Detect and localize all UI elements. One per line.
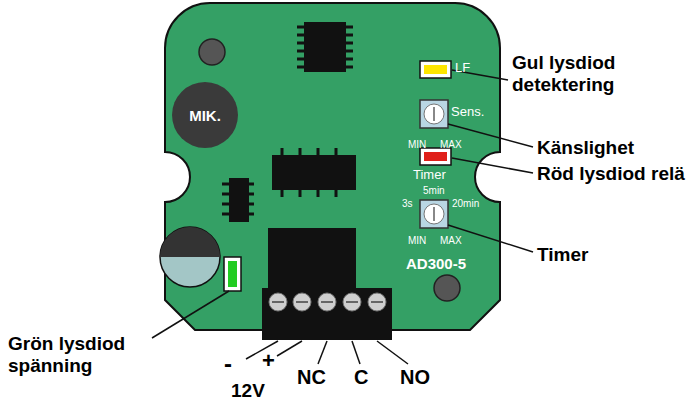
yellow-led-light	[424, 65, 447, 74]
leader-lines	[152, 70, 533, 364]
relay	[272, 155, 356, 190]
green-led-light	[228, 261, 237, 287]
pin-label: +	[262, 348, 275, 373]
terminal-screws	[269, 293, 386, 311]
screw-slots	[272, 301, 383, 303]
scale-marking: 5min	[423, 185, 445, 197]
potentiometer	[420, 100, 448, 128]
callout-label: Timer	[537, 244, 588, 266]
pin-label: C	[354, 366, 368, 389]
callout-label: Känslighet	[537, 137, 634, 159]
green-led	[224, 257, 241, 291]
scale-marking: MIN	[408, 139, 426, 151]
capacitor	[160, 227, 220, 287]
mounting-hole	[199, 39, 225, 65]
callout-label: Röd lysdiod relä	[537, 163, 687, 185]
red-led-light	[424, 152, 447, 161]
scale-marking: 3s	[402, 198, 413, 210]
pin-label: 12V	[231, 380, 265, 402]
board-marking: LF	[455, 61, 470, 76]
model-number: AD300-5	[406, 255, 466, 272]
yellow-led	[420, 61, 451, 78]
capacitor-top	[160, 227, 220, 257]
terminal-strip	[262, 288, 392, 340]
ic-chip	[304, 22, 346, 72]
scale-marking: MIN	[408, 235, 426, 247]
pin-label: NO	[400, 366, 430, 389]
terminal-block	[268, 228, 356, 290]
potentiometer-slot	[433, 207, 435, 221]
scale-marking: MAX	[440, 235, 462, 247]
pin-label: NC	[297, 366, 326, 389]
potentiometer-knob	[424, 204, 444, 224]
pin-label: -	[224, 350, 232, 378]
node-text: MIK.	[189, 107, 221, 124]
scale-marking: MAX	[440, 139, 462, 151]
circuit-board	[165, 3, 500, 330]
scale-marking: 20min	[452, 198, 479, 210]
callout-label: Grön lysdiod spänning	[8, 333, 158, 377]
red-led	[420, 148, 451, 165]
potentiometer-slot	[433, 107, 435, 121]
ic-chip	[229, 178, 249, 222]
board-marking: Timer	[413, 168, 446, 183]
callout-label: Gul lysdiod detektering	[512, 52, 682, 96]
microphone: MIK.	[172, 82, 238, 148]
board-marking: Sens.	[451, 105, 484, 120]
potentiometer	[420, 200, 448, 228]
mounting-hole	[434, 275, 460, 301]
potentiometer-knob	[424, 104, 444, 124]
